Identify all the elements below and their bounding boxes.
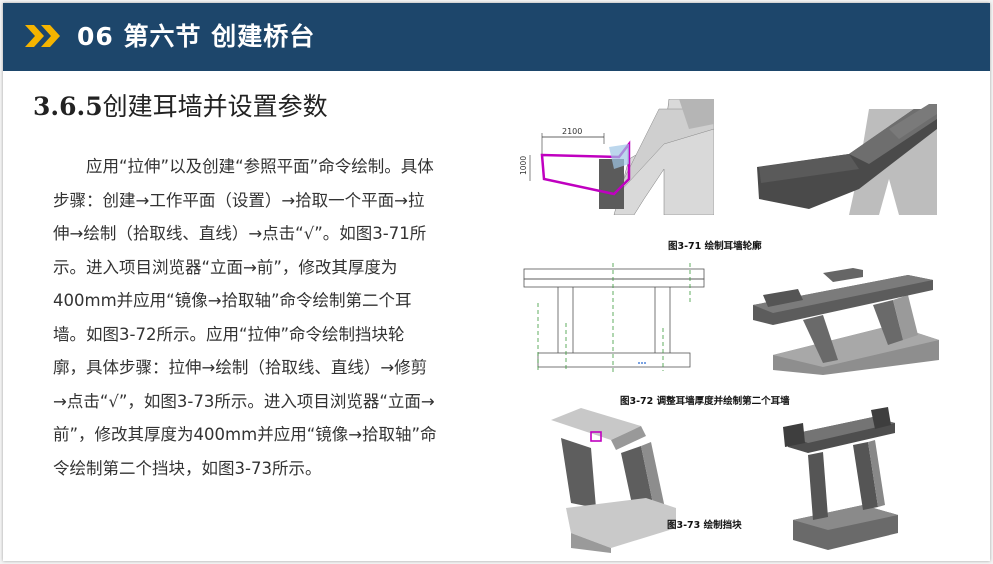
fig-3-72-elevation-image (518, 263, 710, 375)
section-heading-text: 创建耳墙并设置参数 (102, 92, 328, 121)
fig-3-72-abutment-image (743, 265, 939, 375)
fig-3-73-block-profile-image (551, 408, 681, 553)
fig-3-71-profile-image: 2100 1000 (514, 99, 714, 215)
slide-title: 06 第六节 创建桥台 (77, 22, 316, 51)
body-text: 应用“拉伸”以及创建“参照平面”命令绘制。具体步骤：创建→工作平面（设置）→拾取… (53, 150, 437, 485)
fig-3-71-caption: 图3-71 绘制耳墙轮廓 (668, 241, 762, 252)
body-paragraph: 应用“拉伸”以及创建“参照平面”命令绘制。具体步骤：创建→工作平面（设置）→拾取… (53, 157, 437, 478)
double-chevron-icon (25, 25, 60, 47)
slide: 06 第六节 创建桥台 3.6.5创建耳墙并设置参数 应用“拉伸”以及创建“参照… (3, 3, 990, 561)
section-heading: 3.6.5创建耳墙并设置参数 (33, 87, 328, 123)
section-number: 3.6.5 (33, 92, 103, 121)
fig-3-71-ear-wall-image (749, 99, 937, 215)
dim-width-label: 2100 (562, 127, 582, 136)
fig-3-73-caption: 图3-73 绘制挡块 (667, 520, 742, 531)
fig-3-72-caption: 图3-72 调整耳墙厚度并绘制第二个耳墙 (620, 396, 790, 407)
header-bar: 06 第六节 创建桥台 (3, 3, 990, 71)
dim-height-label: 1000 (519, 156, 528, 175)
fig-3-73-abutment-image (783, 405, 901, 550)
